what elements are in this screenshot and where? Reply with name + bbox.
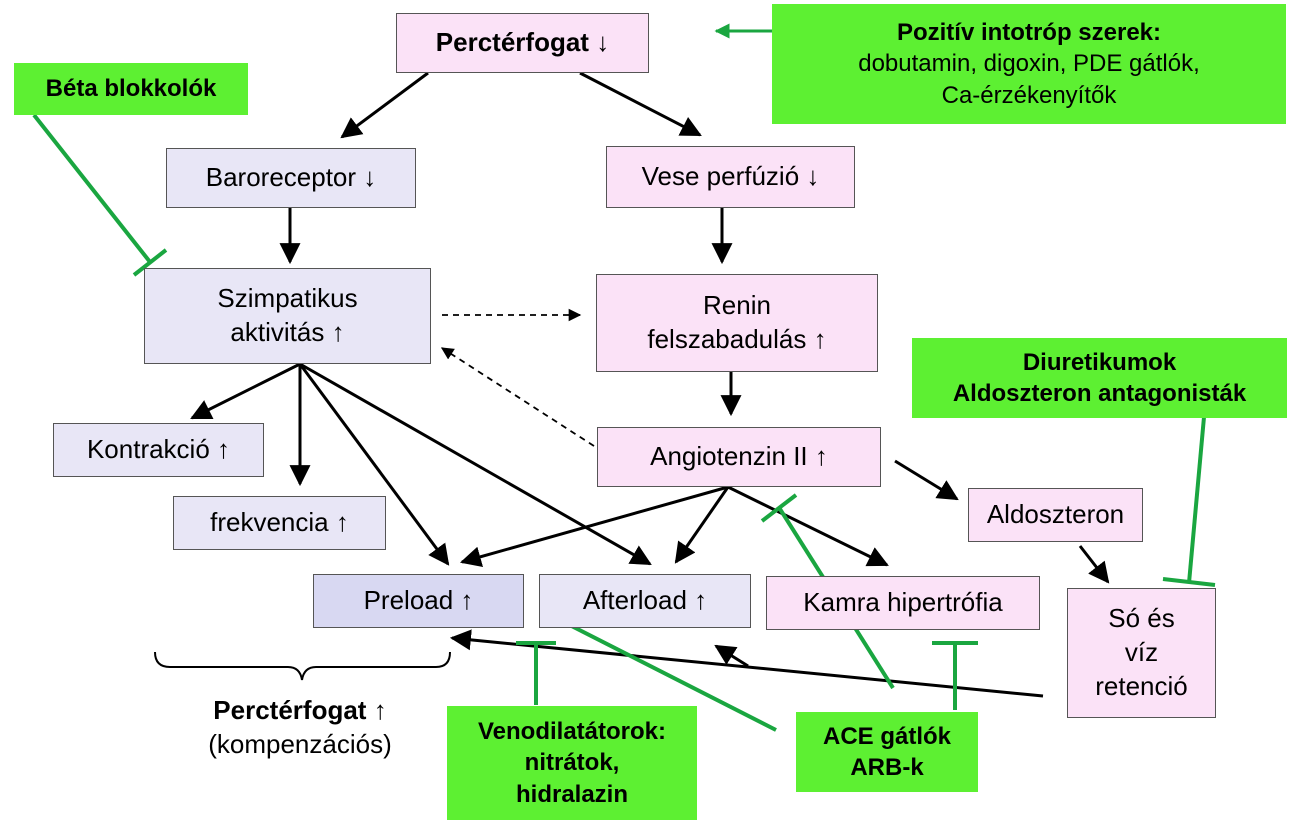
node-so-line1: Só és bbox=[1108, 603, 1175, 634]
node-vese-perfuzio: Vese perfúzió ↓ bbox=[606, 146, 855, 208]
node-baroreceptor: Baroreceptor ↓ bbox=[166, 148, 416, 208]
drug-veno-line3: hidralazin bbox=[515, 780, 629, 808]
drug-pozitiv-line1: dobutamin, digoxin, PDE gátlók, bbox=[858, 50, 1200, 78]
node-so-viz: Só és víz retenció bbox=[1067, 588, 1216, 718]
node-preload: Preload ↑ bbox=[313, 574, 524, 628]
node-aldoszteron: Aldoszteron bbox=[968, 488, 1143, 542]
drug-pozitiv-line2: Ca-érzékenyítők bbox=[941, 81, 1117, 109]
arrow-angio-kamra bbox=[727, 485, 889, 567]
node-afterload: Afterload ↑ bbox=[539, 574, 751, 628]
drug-veno-line1: Venodilatátorok: bbox=[477, 718, 667, 746]
arrow-szimp-afterload bbox=[299, 362, 652, 566]
arrow-angio-preload bbox=[459, 485, 729, 567]
drug-diur-line2: Aldoszteron antagonisták bbox=[952, 380, 1247, 407]
compensation-arrow: ↑ bbox=[373, 695, 387, 725]
node-renin-line2: felszabadulás ↑ bbox=[647, 324, 827, 354]
node-angio-label: Angiotenzin II ↑ bbox=[650, 441, 828, 472]
arrow-angio-afterload bbox=[674, 486, 730, 564]
node-frekvencia: frekvencia ↑ bbox=[173, 496, 386, 550]
node-so-line3: retenció bbox=[1095, 670, 1188, 701]
arrow-so-preload bbox=[449, 629, 1044, 698]
inhibit-beta bbox=[32, 113, 152, 264]
drug-beta-label: Béta blokkolók bbox=[45, 75, 217, 103]
inhibit-ace-afterload bbox=[547, 612, 777, 732]
node-frekv-label: frekvencia ↑ bbox=[210, 507, 349, 538]
node-szimpatikus: Szimpatikus aktivitás ↑ bbox=[144, 268, 431, 364]
drug-veno-line2: nitrátok, bbox=[524, 749, 620, 777]
arrow-aldo-so bbox=[1078, 545, 1110, 584]
node-renin-line1: Renin bbox=[703, 290, 771, 321]
node-afterload-label: Afterload ↑ bbox=[582, 585, 708, 616]
node-perc-arrow: ↓ bbox=[596, 27, 610, 58]
dashed-angio-szimp bbox=[440, 347, 595, 447]
node-renin: Renin felszabadulás ↑ bbox=[596, 274, 878, 372]
node-kamra-label: Kamra hipertrófia bbox=[803, 587, 1003, 618]
node-szimp-line1: Szimpatikus bbox=[217, 283, 358, 314]
drug-venodilatatorok: Venodilatátorok: nitrátok, hidralazin bbox=[447, 706, 697, 820]
arrow-szimp-preload bbox=[298, 363, 450, 566]
node-kamra: Kamra hipertrófia bbox=[766, 576, 1040, 630]
node-aldo-label: Aldoszteron bbox=[986, 499, 1125, 530]
inhibit-diur bbox=[1187, 416, 1206, 584]
drug-diuretikumok-bg: Diuretikumok Aldoszteron antagonisták bbox=[912, 338, 1287, 418]
node-szimp-line2: aktivitás ↑ bbox=[230, 317, 345, 347]
drug-beta-blokkolok: Béta blokkolók bbox=[14, 63, 248, 115]
compensation-sub: (kompenzációs) bbox=[208, 728, 392, 759]
drug-diur-line1: Diuretikumok bbox=[1022, 348, 1177, 376]
node-kontrakcio: Kontrakció ↑ bbox=[53, 423, 264, 477]
node-so-line2: víz bbox=[1124, 637, 1159, 668]
compensation-label: Perctérfogat ↑ (kompenzációs) bbox=[160, 694, 440, 762]
arrow-perc-baro bbox=[340, 71, 429, 139]
inhibit-beta-bar bbox=[132, 248, 168, 277]
drug-ace-line2: ARB-k bbox=[850, 754, 924, 781]
compensation-brace bbox=[154, 651, 451, 681]
arrow-to-afterload bbox=[714, 644, 749, 668]
node-perctérfogat: Perctérfogat ↓ bbox=[396, 13, 649, 73]
compensation-bold: Perctérfogat bbox=[213, 695, 367, 725]
arrow-angio-aldo bbox=[894, 459, 959, 501]
node-preload-label: Preload ↑ bbox=[363, 585, 474, 616]
arrow-szimp-kontr bbox=[190, 362, 301, 420]
node-kontr-label: Kontrakció ↑ bbox=[86, 434, 231, 465]
arrow-perc-vese bbox=[579, 71, 702, 137]
inhibit-ace-angio-bar bbox=[760, 493, 798, 523]
node-angiotenzin: Angiotenzin II ↑ bbox=[597, 427, 881, 487]
node-baro-label: Baroreceptor ↓ bbox=[205, 162, 377, 193]
inhibit-diur-bar bbox=[1162, 577, 1216, 587]
node-perc-bold: Perctérfogat bbox=[435, 27, 589, 58]
drug-ace-gatlok: ACE gátlók ARB-k bbox=[796, 712, 978, 792]
drug-ace-line1: ACE gátlók bbox=[822, 722, 951, 750]
drug-pozitiv-intotrop: Pozitív intotróp szerek: dobutamin, digo… bbox=[772, 4, 1286, 124]
drug-pozitiv-title: Pozitív intotróp szerek: bbox=[896, 19, 1162, 47]
node-vese-label: Vese perfúzió ↓ bbox=[641, 161, 820, 192]
